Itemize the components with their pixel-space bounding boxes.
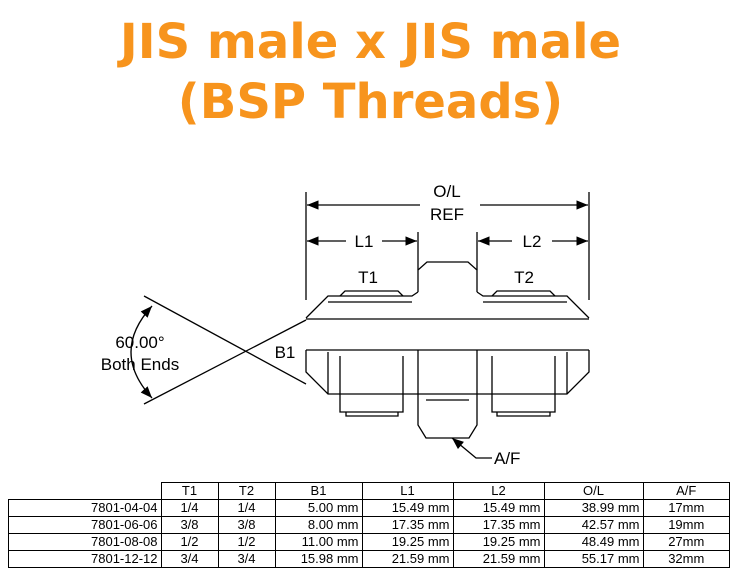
l2-label: L2 — [523, 232, 542, 251]
af-cell: 17mm — [642, 499, 730, 517]
fitting-drawing: O/L REF L1 L2 T1 T2 B1 60.00° Both Ends … — [101, 182, 590, 468]
table-header-row: T1 T2 B1 L1 L2 O/L A/F — [8, 482, 730, 500]
af-cell: 32mm — [642, 550, 730, 568]
header-t2: T2 — [217, 482, 276, 500]
b1-cell: 11.00 mm — [274, 533, 363, 551]
l2-cell: 17.35 mm — [452, 516, 545, 534]
af-cell: 19mm — [642, 516, 730, 534]
t1-label: T1 — [358, 268, 378, 287]
af-cell: 27mm — [642, 533, 730, 551]
b1-cell: 15.98 mm — [274, 550, 363, 568]
t2-cell: 3/8 — [217, 516, 276, 534]
angle-label: 60.00° — [115, 333, 164, 352]
l1-cell: 17.35 mm — [361, 516, 454, 534]
l2-cell: 15.49 mm — [452, 499, 545, 517]
part-number-cell: 7801-06-06 — [8, 516, 162, 534]
header-ol: O/L — [543, 482, 644, 500]
table-row: 7801-08-08 1/2 1/2 11.00 mm 19.25 mm 19.… — [8, 533, 730, 551]
header-b1: B1 — [274, 482, 363, 500]
b1-label: B1 — [275, 343, 296, 362]
l1-label: L1 — [355, 232, 374, 251]
l2-cell: 19.25 mm — [452, 533, 545, 551]
l1-cell: 15.49 mm — [361, 499, 454, 517]
table-row: 7801-06-06 3/8 3/8 8.00 mm 17.35 mm 17.3… — [8, 516, 730, 534]
b1-cell: 5.00 mm — [274, 499, 363, 517]
table-row: 7801-12-12 3/4 3/4 15.98 mm 21.59 mm 21.… — [8, 550, 730, 568]
header-af: A/F — [642, 482, 730, 500]
ref-label: REF — [430, 205, 464, 224]
l1-cell: 19.25 mm — [361, 533, 454, 551]
t1-cell: 1/2 — [160, 533, 219, 551]
t1-cell: 3/8 — [160, 516, 219, 534]
ol-cell: 55.17 mm — [543, 550, 644, 568]
t1-cell: 1/4 — [160, 499, 219, 517]
header-l1: L1 — [361, 482, 454, 500]
table-row: 7801-04-04 1/4 1/4 5.00 mm 15.49 mm 15.4… — [8, 499, 730, 517]
ol-cell: 48.49 mm — [543, 533, 644, 551]
part-number-cell: 7801-12-12 — [8, 550, 162, 568]
dimension-table: T1 T2 B1 L1 L2 O/L A/F 7801-04-04 1/4 1/… — [8, 482, 730, 568]
header-l2: L2 — [452, 482, 545, 500]
header-t1: T1 — [160, 482, 219, 500]
part-number-cell: 7801-04-04 — [8, 499, 162, 517]
t2-cell: 1/2 — [217, 533, 276, 551]
title-line-2: (BSP Threads) — [177, 74, 564, 130]
af-label: A/F — [494, 449, 520, 468]
page-title: JIS male x JIS male (BSP Threads) — [0, 12, 741, 132]
header-part-number — [8, 482, 161, 500]
ol-cell: 42.57 mm — [543, 516, 644, 534]
title-line-1: JIS male x JIS male — [119, 14, 622, 70]
t2-cell: 3/4 — [217, 550, 276, 568]
ol-cell: 38.99 mm — [543, 499, 644, 517]
both-ends-label: Both Ends — [101, 355, 179, 374]
t2-label: T2 — [514, 268, 534, 287]
t2-cell: 1/4 — [217, 499, 276, 517]
l1-cell: 21.59 mm — [361, 550, 454, 568]
t1-cell: 3/4 — [160, 550, 219, 568]
part-number-cell: 7801-08-08 — [8, 533, 162, 551]
l2-cell: 21.59 mm — [452, 550, 545, 568]
b1-cell: 8.00 mm — [274, 516, 363, 534]
ol-label: O/L — [433, 182, 460, 201]
